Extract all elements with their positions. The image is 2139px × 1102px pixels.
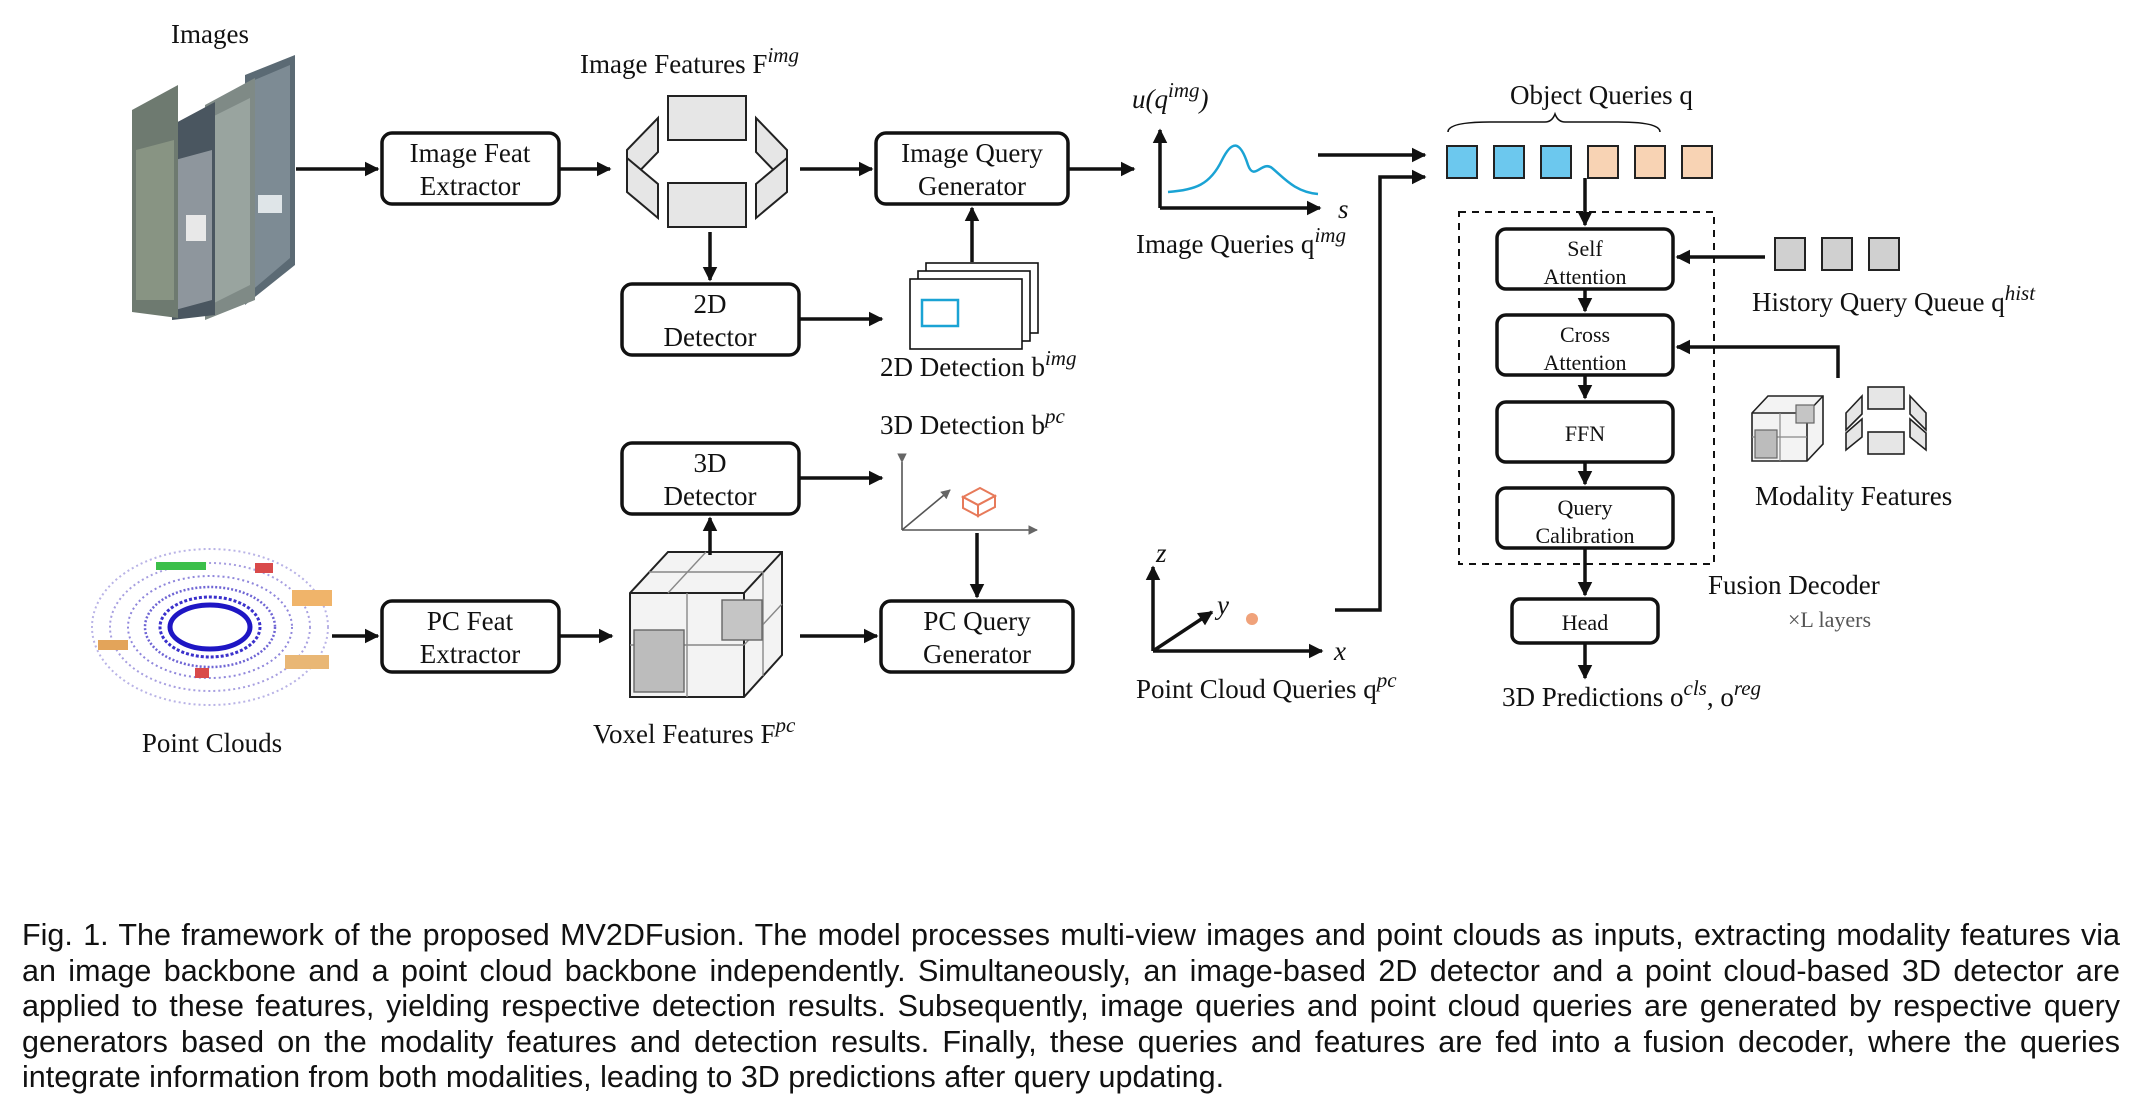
voxel-features-label: Voxel Features Fpc [593,713,796,749]
detector-3d-line2: Detector [664,481,757,511]
query-calibration-box: Query Calibration [1495,486,1675,550]
s-axis-label: s [1338,194,1349,224]
object-queries-row [1446,145,1713,179]
image-queries-label: Image Queries qimg [1136,223,1346,259]
detector-3d-box: 3D Detector [620,441,801,516]
image-query-curve-plot [1152,128,1322,216]
modality-voxel-icon [1751,395,1824,462]
head-box: Head [1510,597,1660,645]
image-query-token [1540,145,1572,179]
image-feat-extractor-line2: Extractor [420,171,520,201]
flow-arrows [296,147,1427,644]
x-axis-label: x [1333,636,1346,666]
self-attention-box: Self Attention [1495,227,1675,291]
point-cloud-image [91,538,332,710]
pc-query-token [1587,145,1619,179]
u-axis-label: u(qimg) [1132,78,1209,114]
cross-attention-line1: Cross [1560,322,1610,347]
modality-features-label: Modality Features [1755,481,1952,511]
history-query-queue [1774,237,1900,271]
framework-diagram: Images Point Clouds Image Feat Extractor [91,19,2036,758]
pc-query-point [1246,613,1258,625]
y-axis-label: y [1214,590,1229,620]
pc-query-generator-line2: Generator [923,639,1031,669]
history-query-token [1774,237,1806,271]
pc-feat-extractor-line2: Extractor [420,639,520,669]
ffn-label: FFN [1565,421,1605,446]
modality-image-features-icon [1845,386,1927,455]
layers-label: ×L layers [1788,607,1871,632]
figure-caption: Fig. 1. The framework of the proposed MV… [22,918,2120,1094]
head-label: Head [1562,610,1608,635]
history-query-token [1821,237,1853,271]
pc-feat-extractor-line1: PC Feat [427,606,514,636]
self-attention-line1: Self [1567,236,1603,261]
detector-3d-line1: 3D [694,448,727,478]
2d-detection-label: 2D Detection bimg [880,346,1076,382]
pc-query-generator-box: PC Query Generator [879,599,1075,674]
self-attention-line2: Attention [1543,264,1626,289]
history-queue-label: History Query Queue qhist [1752,281,2036,317]
image-query-token [1446,145,1478,179]
fusion-decoder-label: Fusion Decoder [1708,570,1880,600]
object-queries-label: Object Queries q [1510,80,1693,110]
detector-2d-line1: 2D [694,289,727,319]
detector-2d-line2: Detector [664,322,757,352]
image-query-generator-line1: Image Query [901,138,1043,168]
object-queries-brace [1447,111,1661,133]
point-clouds-label: Point Clouds [142,728,282,758]
query-calibration-line2: Calibration [1536,523,1635,548]
image-query-generator-box: Image Query Generator [874,131,1070,206]
cross-attention-line2: Attention [1543,350,1626,375]
multi-view-images [132,55,295,320]
3d-detection-icon [897,453,1038,535]
image-feat-extractor-box: Image Feat Extractor [380,131,561,206]
ffn-box: FFN [1495,400,1675,464]
detector-2d-box: 2D Detector [620,282,801,357]
predictions-label: 3D Predictions ocls, oreg [1502,676,1761,712]
pc-queries-label: Point Cloud Queries qpc [1136,668,1397,704]
voxel-features-icon [629,551,783,698]
image-query-token [1493,145,1525,179]
image-features-label: Image Features Fimg [580,43,799,79]
images-label: Images [171,19,249,49]
pc-query-token [1681,145,1713,179]
2d-detection-icon [909,262,1039,350]
image-query-generator-line2: Generator [918,171,1026,201]
pc-feat-extractor-box: PC Feat Extractor [380,599,561,674]
pc-query-axes [1145,565,1324,659]
3d-detection-label: 3D Detection bpc [880,404,1065,440]
image-features-icon [626,95,788,228]
z-axis-label: z [1155,538,1167,568]
query-calibration-line1: Query [1558,495,1613,520]
pc-query-token [1634,145,1666,179]
history-query-token [1868,237,1900,271]
image-feat-extractor-line1: Image Feat [410,138,531,168]
pc-query-generator-line1: PC Query [923,606,1031,636]
cross-attention-box: Cross Attention [1495,313,1675,377]
